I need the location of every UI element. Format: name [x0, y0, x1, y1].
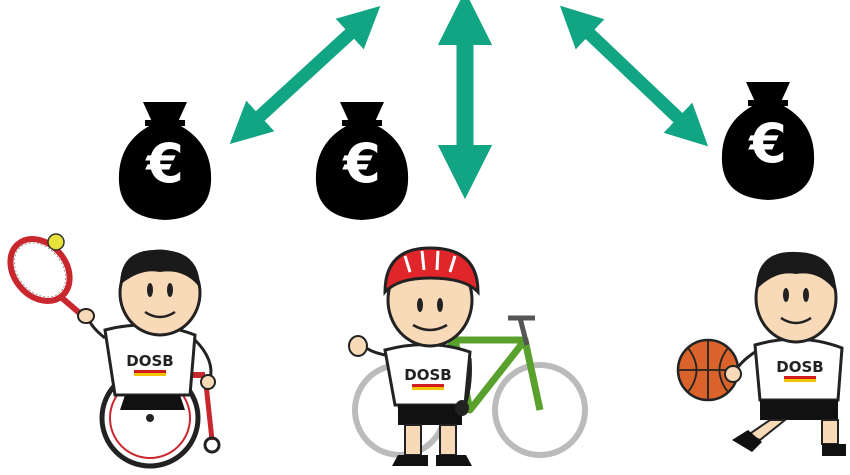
shirt-logo: DOSB	[126, 352, 173, 370]
figure-basketball: DOSB	[676, 251, 846, 456]
money-bag-euro-icon: €	[315, 102, 409, 220]
shirt-logo: DOSB	[404, 366, 451, 384]
bike-helmet-icon	[383, 246, 480, 296]
euro-symbol: €	[341, 132, 381, 195]
shirt-logo: DOSB	[776, 358, 823, 376]
money-bag-euro-icon: €	[721, 82, 815, 200]
euro-symbol: €	[747, 112, 787, 175]
money-bag-euro-icon: €	[118, 102, 212, 220]
figure-wheelchair-tennis: DOSB	[7, 233, 221, 469]
figure-cycling: DOSB	[348, 246, 588, 466]
euro-symbol: €	[144, 132, 184, 195]
tennis-racket-icon	[7, 236, 92, 325]
arrow-right	[559, 5, 709, 147]
basketball-icon	[676, 338, 740, 402]
arrow-left	[229, 5, 381, 145]
tennis-ball-icon	[47, 233, 65, 251]
